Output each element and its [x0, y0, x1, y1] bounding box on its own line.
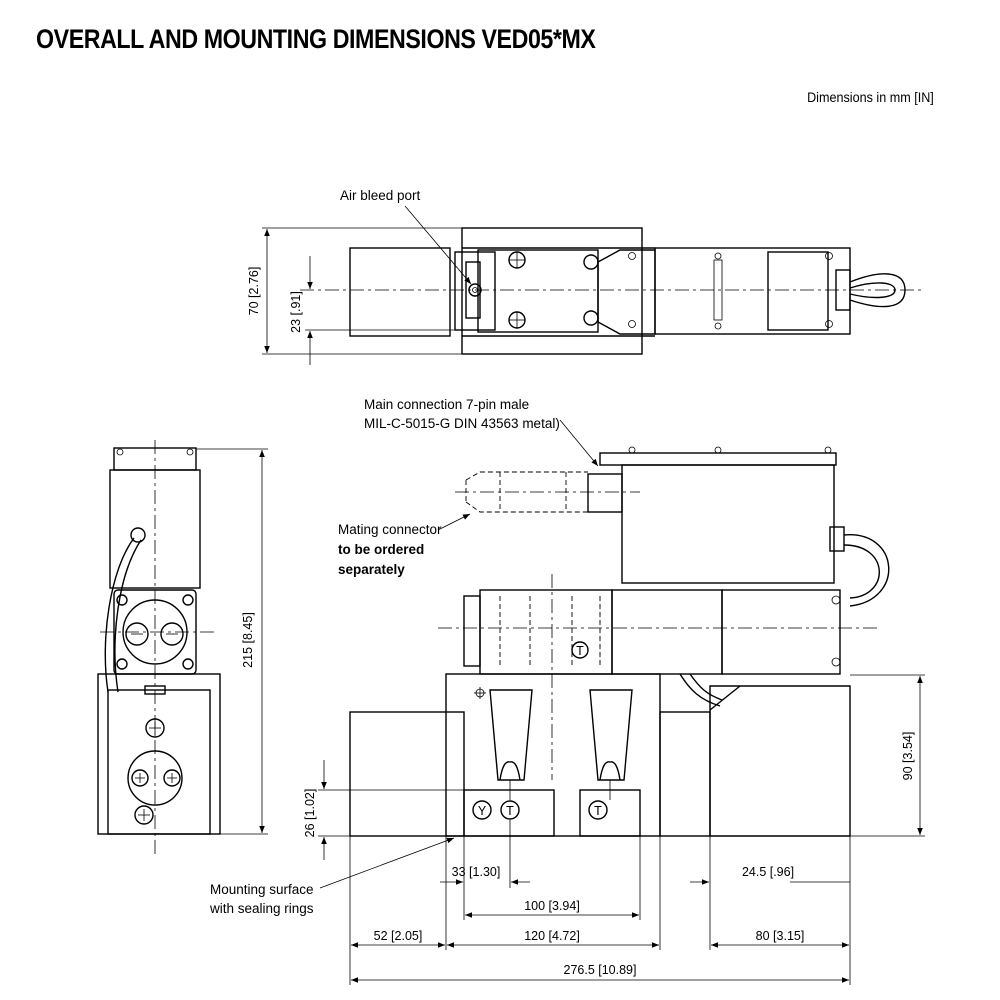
- main-connection-label-line2: MIL-C-5015-G DIN 43563 metal): [364, 416, 560, 431]
- dim-80: 80 [3.15]: [756, 929, 805, 943]
- front-view: T Y T T: [318, 446, 925, 985]
- mating-connector-label-line3: separately: [338, 562, 405, 577]
- dim-90: 90 [3.54]: [901, 732, 915, 781]
- mating-connector-label-line1: Mating connector: [338, 522, 442, 537]
- dim-70: 70 [2.76]: [247, 267, 261, 316]
- port-label-y: Y: [478, 804, 487, 818]
- dim-26: 26 [1.02]: [303, 789, 317, 838]
- dim-100: 100 [3.94]: [524, 899, 580, 913]
- air-bleed-port-label: Air bleed port: [340, 188, 421, 203]
- side-view: [97, 440, 268, 855]
- top-view: [262, 227, 925, 365]
- dim-120: 120 [4.72]: [524, 929, 580, 943]
- port-label-t-lower-left: T: [506, 804, 514, 818]
- dim-23: 23 [.91]: [289, 291, 303, 333]
- mounting-surface-label-line2: with sealing rings: [209, 901, 314, 916]
- dim-215: 215 [8.45]: [241, 612, 255, 668]
- dim-52: 52 [2.05]: [374, 929, 423, 943]
- units-note: Dimensions in mm [IN]: [807, 89, 934, 105]
- dim-24-5: 24.5 [.96]: [742, 865, 794, 879]
- mating-connector-label-line2: to be ordered: [338, 542, 424, 557]
- main-connection-label-line1: Main connection 7-pin male: [364, 397, 529, 412]
- dim-276-5: 276.5 [10.89]: [564, 963, 637, 977]
- mounting-surface-label-line1: Mounting surface: [210, 882, 314, 897]
- port-label-t-upper: T: [576, 644, 584, 658]
- page-title: OVERALL AND MOUNTING DIMENSIONS VED05*MX: [36, 24, 596, 54]
- port-label-t-lower-right: T: [594, 804, 602, 818]
- dim-33: 33 [1.30]: [452, 865, 501, 879]
